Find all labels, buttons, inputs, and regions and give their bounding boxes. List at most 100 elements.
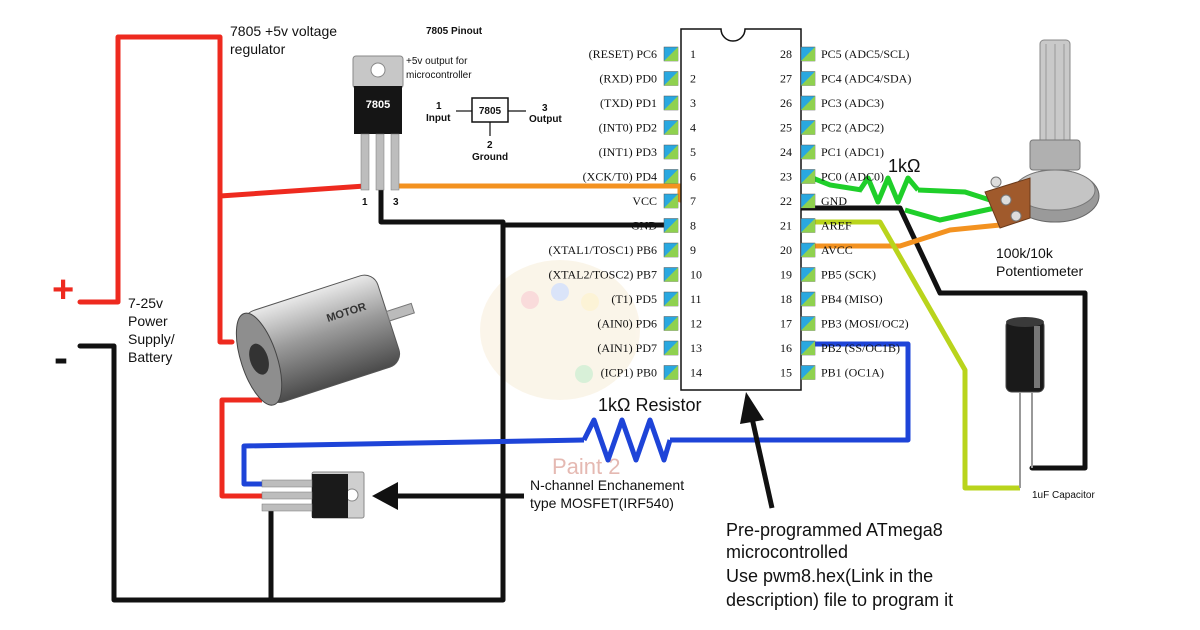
pin-pad-accent [801, 292, 815, 306]
pin-number: 8 [690, 219, 696, 233]
pin-label: VCC [632, 194, 657, 208]
watermark [480, 260, 640, 400]
pin-label: AREF [821, 219, 852, 233]
pin-label: (TXD) PD1 [600, 96, 657, 110]
mcu-label-4: description) file to program it [726, 590, 953, 610]
pin-pad-accent [801, 365, 815, 380]
pin-number: 9 [690, 243, 696, 257]
chip-pin-2: 2 (RXD) PD0 [599, 71, 696, 86]
regulator-pin-3: 3 [393, 197, 399, 208]
pin-label: AVCC [821, 243, 853, 257]
chip-pin-5: 5 (INT1) PD3 [599, 144, 696, 160]
pinout-title: 7805 Pinout [426, 26, 483, 37]
pin-number: 1 [690, 47, 696, 61]
pinout-output: Output [529, 114, 562, 125]
pot-wire [904, 187, 996, 223]
pin-pad-accent [664, 267, 678, 282]
pinout-diagram [456, 97, 526, 136]
mcu-label-1: Pre-programmed ATmega8 [726, 520, 943, 540]
pin-label: PC5 (ADC5/SCL) [821, 47, 909, 61]
pin-label: (ICP1) PB0 [601, 366, 657, 380]
pinout-input-num: 1 [436, 101, 442, 112]
pin-label: (XTAL1/TOSC1) PB6 [549, 243, 658, 257]
pinout-box-label: 7805 [479, 106, 502, 117]
pin-label: (XTAL2/TOSC2) PB7 [549, 268, 658, 282]
capacitor-label: 1uF Capacitor [1032, 490, 1095, 501]
pin-pad-accent [664, 365, 678, 380]
pin-label: PB2 (SS/OC1B) [821, 341, 900, 355]
pin-number: 26 [780, 96, 792, 110]
pin-number: 4 [690, 121, 696, 135]
pin-number: 22 [780, 194, 792, 208]
pin-number: 2 [690, 72, 696, 86]
chip-pin-21: 21 AREF [780, 218, 852, 233]
pin-pad-accent [801, 218, 815, 233]
pin-label: PB5 (SCK) [821, 268, 876, 282]
chip-pin-20: 20 AVCC [780, 242, 853, 258]
chip-pin-14: 14(ICP1) PB0 [601, 365, 702, 380]
pin-pad-accent [664, 71, 678, 86]
mosfet-label-1: N-channel Enchanement [530, 477, 684, 493]
pin-number: 16 [780, 341, 792, 355]
atmega8-chip [680, 28, 802, 391]
pin-label: (XCK/T0) PD4 [583, 170, 657, 184]
pin-label: (AIN0) PD6 [597, 317, 657, 331]
pin-number: 12 [690, 317, 702, 331]
pin-number: 15 [780, 366, 792, 380]
potentiometer [984, 39, 1100, 229]
capacitor [1005, 317, 1045, 488]
pin-pad-accent [801, 341, 815, 355]
resistor-pwm-label: 1kΩ Resistor [598, 395, 701, 415]
pin-pad-accent [801, 71, 815, 86]
pin-number: 27 [780, 72, 792, 86]
pin-number: 10 [690, 268, 702, 282]
pin-number: 5 [690, 145, 696, 159]
pin-pad-accent [664, 243, 678, 257]
pinout-ground-num: 2 [487, 140, 493, 151]
mosfet [261, 471, 365, 519]
mcu-label-3: Use pwm8.hex(Link in the [726, 566, 933, 586]
chip-pin-16: 16 PB2 (SS/OC1B) [780, 340, 900, 356]
pot-label-1: 100k/10k [996, 245, 1054, 261]
mcu-label-2: microcontrolled [726, 542, 848, 562]
resistor-adc-label: 1kΩ [888, 156, 920, 176]
resistor-adc [857, 175, 920, 205]
pin-label: (T1) PD5 [611, 292, 657, 306]
output-note-2: microcontroller [406, 70, 472, 81]
pinout-output-num: 3 [542, 103, 548, 114]
pin-pad-accent [801, 194, 815, 208]
pin-pad-accent [664, 194, 678, 208]
pin-label: GND [821, 194, 847, 208]
pin-pad-accent [664, 218, 678, 233]
output-note-1: +5v output for [406, 56, 468, 67]
chip-pin-11: 11(T1) PD5 [611, 291, 702, 307]
pin-number: 23 [780, 170, 792, 184]
pin-pad-accent [664, 316, 678, 331]
regulator-marking: 7805 [366, 99, 390, 111]
chip-pin-4: 4(INT0) PD2 [599, 120, 696, 135]
pin-pad-accent [801, 47, 815, 61]
mosfet-label-2: type MOSFET(IRF540) [530, 495, 674, 511]
chip-pin-22: 22 GND [780, 193, 847, 209]
pin-number: 13 [690, 341, 702, 355]
pin-label: (RXD) PD0 [599, 72, 657, 86]
pin-number: 20 [780, 243, 792, 257]
minus-sign: - [54, 334, 68, 381]
pin-label: GND [631, 219, 657, 233]
pin-label: (RESET) PC6 [589, 47, 657, 61]
dc-motor: MOTOR [235, 274, 415, 406]
pin-label: (AIN1) PD7 [597, 341, 657, 355]
pin-pad-accent [664, 47, 678, 61]
pin-label: (INT1) PD3 [599, 145, 657, 159]
pinout-input: Input [426, 113, 451, 124]
pin-pad-accent [664, 96, 678, 110]
pin-number: 21 [780, 219, 792, 233]
power-wires [77, 34, 368, 499]
